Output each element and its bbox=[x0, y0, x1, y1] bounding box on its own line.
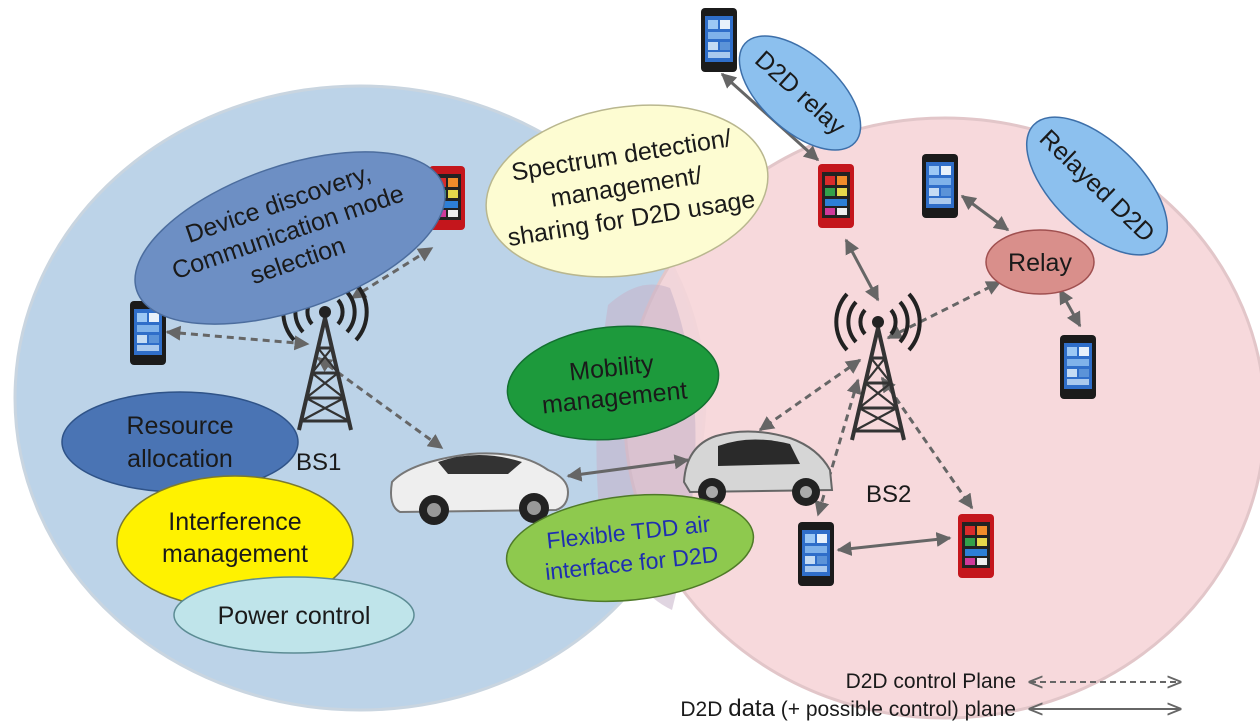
legend-control-label: D2D control Plane bbox=[846, 670, 1016, 693]
interference-line-1: Interference bbox=[168, 508, 301, 536]
bs1-label: BS1 bbox=[296, 449, 341, 476]
sports-car-icon bbox=[390, 452, 570, 525]
resource-line-1: Resource bbox=[127, 412, 234, 440]
legend: D2D control Plane D2D data (+ possible c… bbox=[680, 670, 1180, 722]
phone-red-icon bbox=[818, 164, 854, 228]
phone-red-icon bbox=[958, 514, 994, 578]
spectrum-node: Spectrum detection/ management/ sharing … bbox=[485, 104, 769, 278]
power-control-label: Power control bbox=[218, 602, 371, 630]
resource-line-2: allocation bbox=[127, 445, 233, 473]
phone-icon bbox=[1060, 335, 1096, 399]
bs2-label: BS2 bbox=[866, 481, 911, 508]
interference-node: Interference management bbox=[116, 475, 354, 609]
interference-line-2: management bbox=[162, 540, 308, 568]
data-plane-arrows bbox=[566, 72, 1082, 557]
phone-icon bbox=[701, 8, 737, 72]
relay-label: Relay bbox=[1008, 249, 1072, 277]
mobility-node: Mobility management bbox=[506, 325, 720, 441]
phone-icon bbox=[922, 154, 958, 218]
relay-node: Relay bbox=[985, 229, 1095, 295]
tdd-node: Flexible TDD air interface for D2D bbox=[505, 493, 755, 603]
phone-icon bbox=[798, 522, 834, 586]
legend-data-label: D2D data (+ possible control) plane bbox=[680, 695, 1016, 722]
compact-car-icon bbox=[682, 430, 834, 506]
power-control-node: Power control bbox=[173, 576, 415, 654]
